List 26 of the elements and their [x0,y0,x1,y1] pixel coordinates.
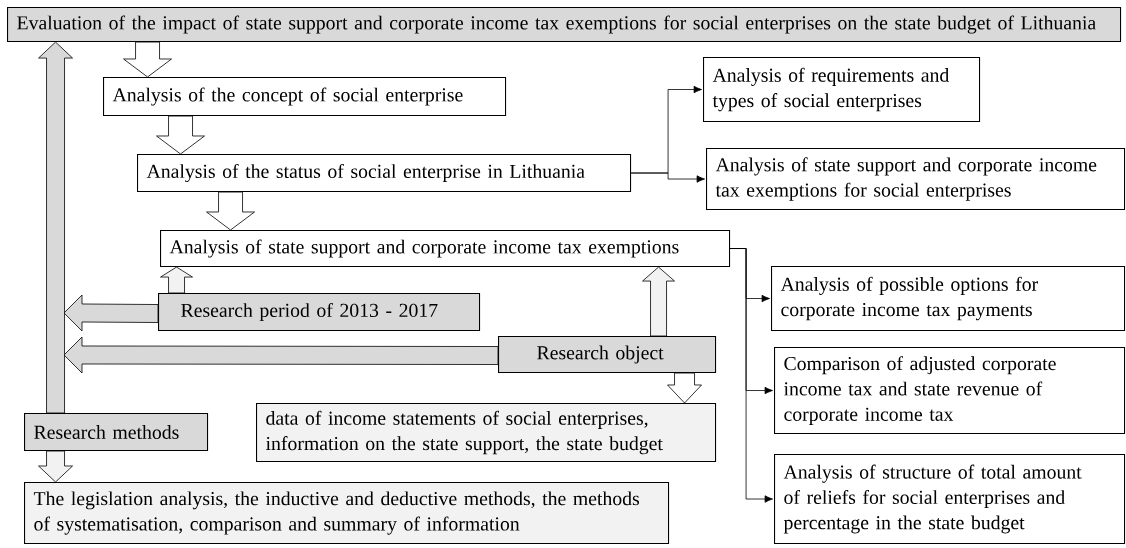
block-arrow [206,191,255,231]
text-box: Analysis of possible options for corporate income tax payments [771,266,1126,332]
text-box: Comparison of adjusted corporate income tax and state revenue of corporate income tax [774,347,1126,435]
title-box: Evaluation of the impact of state support and corporate income tax exemptions for social enterprises on the state budget of Lithuania [7,7,1122,43]
text-box: Analysis of structure of total amount of reliefs for social enterprises and percentage in the state budget [774,454,1126,545]
connector-arrow [630,172,705,183]
text-box: Analysis of requirements and types of social enterprises [703,57,981,123]
text-box: data of income statements of social enterprises, information on the state support, the state budget [256,403,717,463]
text-box: Analysis of state support and corporate income tax exemptions [160,230,731,268]
text-box: Research period of 2013 - 2017 [158,293,481,332]
text-box: Analysis of state support and corporate income tax exemptions for social enterprises [706,148,1126,211]
connector-arrow [729,248,773,503]
text-box: Analysis of the concept of social enterprise [103,77,507,117]
block-arrow [156,115,205,155]
block-arrow [38,450,73,483]
block-arrow [642,266,675,337]
block-arrow [63,336,499,374]
text-box: Research object [498,336,717,374]
block-arrow [38,41,73,414]
text-box: Research methods [24,413,209,452]
block-arrow [123,41,172,78]
block-arrow [63,294,159,332]
text-box: Analysis of the status of social enterprise in Lithuania [137,154,632,193]
block-arrow [667,372,702,404]
text-box: The legislation analysis, the inductive and deductive methods, the methods of systematisation, comparison and summary of information [24,482,670,545]
block-arrow [160,266,193,294]
